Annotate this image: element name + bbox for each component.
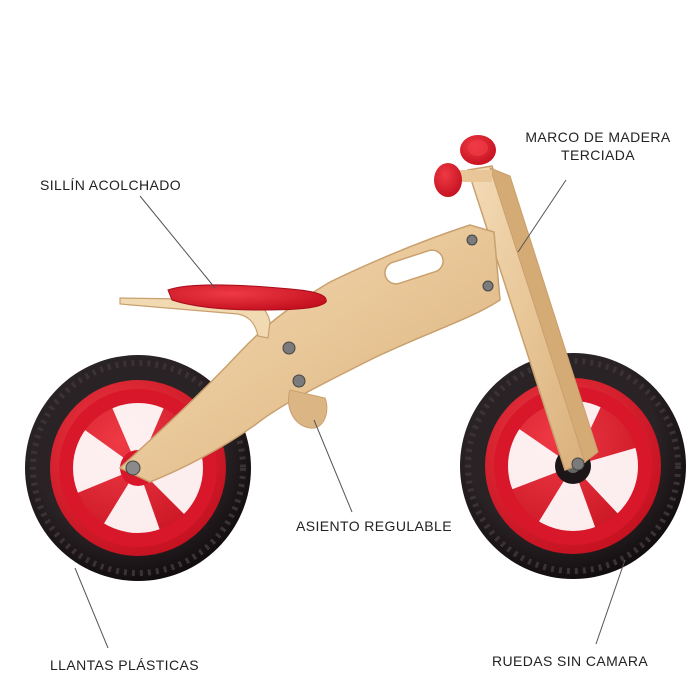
label-plywood-frame: MARCO DE MADERA TERCIADA	[505, 128, 691, 164]
fork-bolt	[571, 457, 585, 471]
label-adjustable-seat: ASIENTO REGULABLE	[296, 518, 452, 534]
leader-line-adjust	[313, 419, 353, 513]
label-plywood-frame-line2: TERCIADA	[561, 147, 635, 163]
label-plywood-frame-line1: MARCO DE MADERA	[525, 129, 671, 145]
handlebar	[434, 135, 496, 197]
frame-bolt	[282, 341, 296, 355]
leader-line-seat	[139, 195, 216, 289]
seat-cushion	[167, 284, 327, 311]
rear-axle-bolt	[125, 460, 141, 476]
label-tubeless-wheels: RUEDAS SIN CAMARA	[492, 653, 649, 669]
frame-bolt	[292, 374, 306, 388]
frame-bolt	[482, 280, 494, 292]
rear-tire-tread	[30, 360, 246, 576]
leader-line-tires	[74, 567, 109, 649]
leader-lines	[74, 179, 626, 649]
wood-frame	[118, 224, 501, 483]
fork	[467, 165, 599, 471]
frame-cutout	[384, 249, 444, 285]
leader-line-frame	[517, 179, 567, 253]
leader-line-wheels	[595, 559, 626, 645]
label-padded-seat: SILLÍN ACOLCHADO	[40, 177, 181, 193]
label-plastic-tires: LLANTAS PLÁSTICAS	[50, 657, 199, 673]
handlebar-grip-left-icon	[434, 163, 462, 197]
frame-bolt	[466, 234, 478, 246]
